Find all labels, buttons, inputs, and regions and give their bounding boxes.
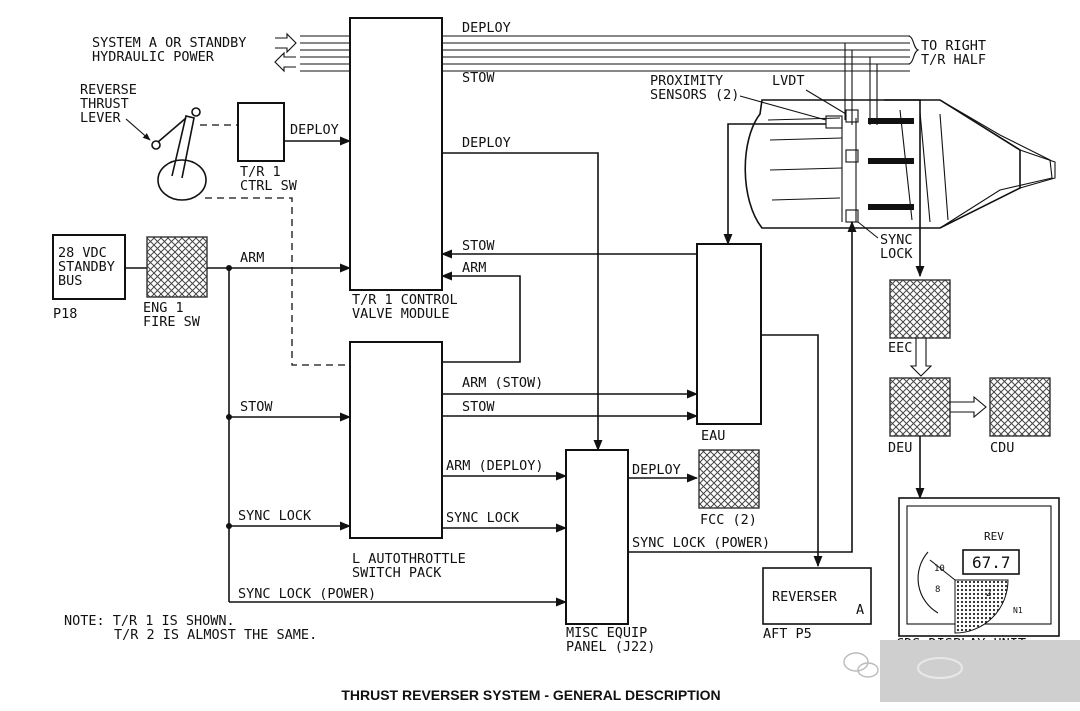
tr1-ctrl-sw-label-2: CTRL SW — [240, 178, 298, 194]
hydraulic-source-label-1: SYSTEM A OR STANDBY — [92, 35, 246, 51]
sync-lock-power-bottom-label: SYNC LOCK (POWER) — [238, 586, 376, 602]
eng-fire-sw-label-1: ENG 1 — [143, 300, 184, 316]
cds-display-unit-box — [898, 497, 1060, 637]
eec-label: EEC — [888, 340, 912, 356]
note-line-2: T/R 2 IS ALMOST THE SAME. — [114, 627, 317, 643]
sync-lock-bus-label: SYNC LOCK — [238, 508, 312, 524]
reverse-thrust-lever-label-1: REVERSE — [80, 82, 137, 98]
stow-from-eau-label: STOW — [462, 238, 495, 254]
eec-box — [889, 279, 951, 339]
display-value-text: 67.7 — [972, 553, 1011, 572]
standby-bus-label-3: BUS — [58, 273, 82, 289]
autothrottle-switch-pack-label-2: SWITCH PACK — [352, 565, 442, 581]
display-tick-2: 2 — [986, 589, 991, 599]
deploy-top-label: DEPLOY — [462, 20, 511, 36]
standby-bus-label-2: STANDBY — [58, 259, 115, 275]
proximity-sensors-label-2: SENSORS (2) — [650, 87, 739, 103]
sync-lock-label-2: LOCK — [880, 246, 913, 262]
misc-equip-panel-label-1: MISC EQUIP — [566, 625, 647, 641]
cdu-label: CDU — [990, 440, 1014, 456]
arm-stow-label: ARM (STOW) — [462, 375, 543, 391]
note-line-1: NOTE: T/R 1 IS SHOWN. — [64, 613, 235, 629]
stow-bus-label: STOW — [240, 399, 273, 415]
stow-to-eau-label: STOW — [462, 399, 495, 415]
deploy-from-sw-label: DEPLOY — [290, 122, 339, 138]
fcc-label: FCC (2) — [700, 512, 757, 528]
control-valve-module-label-1: T/R 1 CONTROL — [352, 292, 458, 308]
autothrottle-switch-pack-label-1: L AUTOTHROTTLE — [352, 551, 466, 567]
reverser-light-label: REVERSER — [772, 589, 838, 605]
reverser-light-a-label: A — [856, 602, 864, 618]
arm-bus-label: ARM — [240, 250, 264, 266]
reverse-thrust-lever-icon — [151, 107, 207, 201]
eng-fire-switch-box — [146, 236, 208, 298]
stow-top-label: STOW — [462, 70, 495, 86]
sync-lock-to-misc-label: SYNC LOCK — [446, 510, 520, 526]
watermark-block — [880, 640, 1080, 702]
reverse-thrust-lever-label-3: LEVER — [80, 110, 122, 126]
standby-bus-label-1: 28 VDC — [58, 245, 107, 261]
reverser-light-box — [762, 567, 872, 625]
wechat-icon — [843, 652, 879, 678]
proximity-sensors-label-1: PROXIMITY — [650, 73, 723, 89]
sync-lock-power-right-label: SYNC LOCK (POWER) — [632, 535, 770, 551]
autothrottle-switch-pack-box — [349, 341, 443, 539]
deu-label: DEU — [888, 440, 912, 456]
display-n1-label: N1 — [1013, 606, 1023, 615]
display-rev-label: REV — [984, 530, 1004, 543]
misc-equip-panel-label-2: PANEL (J22) — [566, 639, 655, 655]
control-valve-module-box — [349, 17, 443, 291]
eau-box — [696, 243, 762, 425]
lvdt-label: LVDT — [772, 73, 805, 89]
reverse-thrust-lever-label-2: THRUST — [80, 96, 129, 112]
diagram-title: THRUST REVERSER SYSTEM - GENERAL DESCRIP… — [341, 687, 720, 703]
tr1-ctrl-sw-label-1: T/R 1 — [240, 164, 281, 180]
p18-label: P18 — [53, 306, 77, 322]
deploy-to-misc-label: DEPLOY — [462, 135, 511, 151]
fcc-box — [698, 449, 760, 509]
aft-p5-label: AFT P5 — [763, 626, 812, 642]
hydraulic-source-label-2: HYDRAULIC POWER — [92, 49, 215, 65]
display-tick-10: 10 — [934, 564, 945, 574]
sync-lock-label-1: SYNC — [880, 232, 913, 248]
control-valve-module-label-2: VALVE MODULE — [352, 306, 450, 322]
engine-nacelle-icon — [744, 99, 1056, 229]
to-right-half-label-2: T/R HALF — [921, 52, 986, 68]
arm-deploy-label: ARM (DEPLOY) — [446, 458, 544, 474]
cdu-box — [989, 377, 1051, 437]
standby-bus-box — [52, 234, 126, 300]
arm-to-cvm-label: ARM — [462, 260, 486, 276]
tr1-ctrl-sw-box — [237, 102, 285, 162]
eau-label: EAU — [701, 428, 725, 444]
display-tick-8: 8 — [935, 585, 940, 595]
to-right-half-label-1: TO RIGHT — [921, 38, 986, 54]
deu-box — [889, 377, 951, 437]
eng-fire-sw-label-2: FIRE SW — [143, 314, 201, 330]
display-value-box — [962, 549, 1020, 575]
misc-equip-panel-box — [565, 449, 629, 625]
deploy-to-fcc-label: DEPLOY — [632, 462, 681, 478]
